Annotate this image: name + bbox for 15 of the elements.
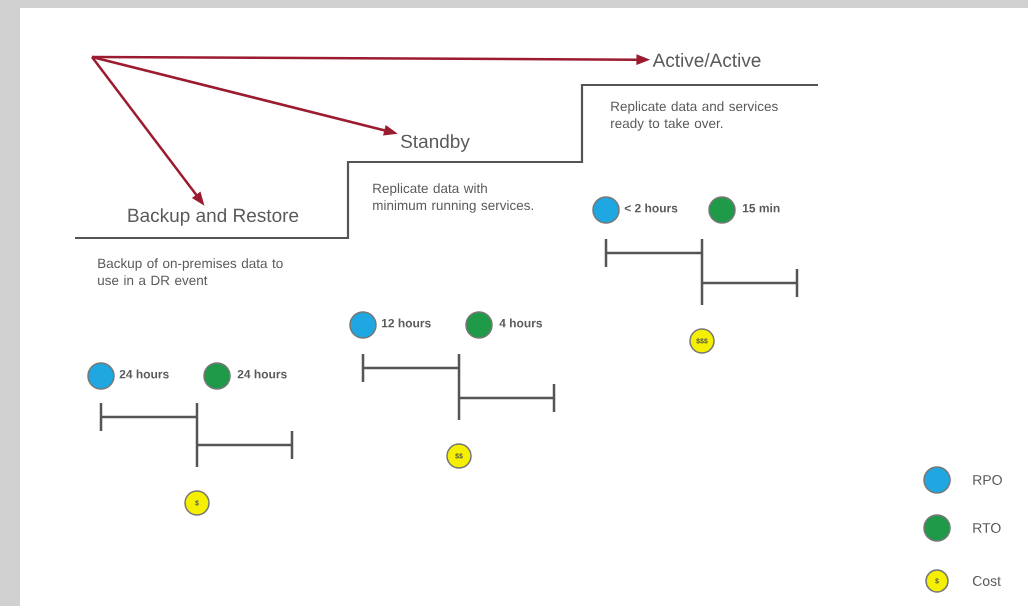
heading: Standby bbox=[401, 134, 470, 152]
heading: Backup and Restore bbox=[128, 208, 299, 226]
value: 4 hours bbox=[499, 318, 543, 328]
description: Replicate data and services ready to take over. bbox=[611, 101, 778, 131]
value: < 2 hours bbox=[624, 203, 678, 213]
value: 24 hours bbox=[119, 369, 169, 379]
legend-label: Cost bbox=[972, 576, 1001, 586]
value: 24 hours bbox=[237, 369, 287, 379]
legend-label: RPO bbox=[973, 475, 1002, 485]
heading: Active/Active bbox=[652, 53, 761, 67]
description: Replicate data with minimum running services. bbox=[373, 183, 533, 213]
value: 12 hours bbox=[381, 318, 431, 328]
description: Backup of on-premises data to use in a DR event bbox=[98, 258, 283, 286]
value: 15 min bbox=[742, 203, 780, 213]
legend-label: RTO bbox=[973, 523, 1001, 533]
